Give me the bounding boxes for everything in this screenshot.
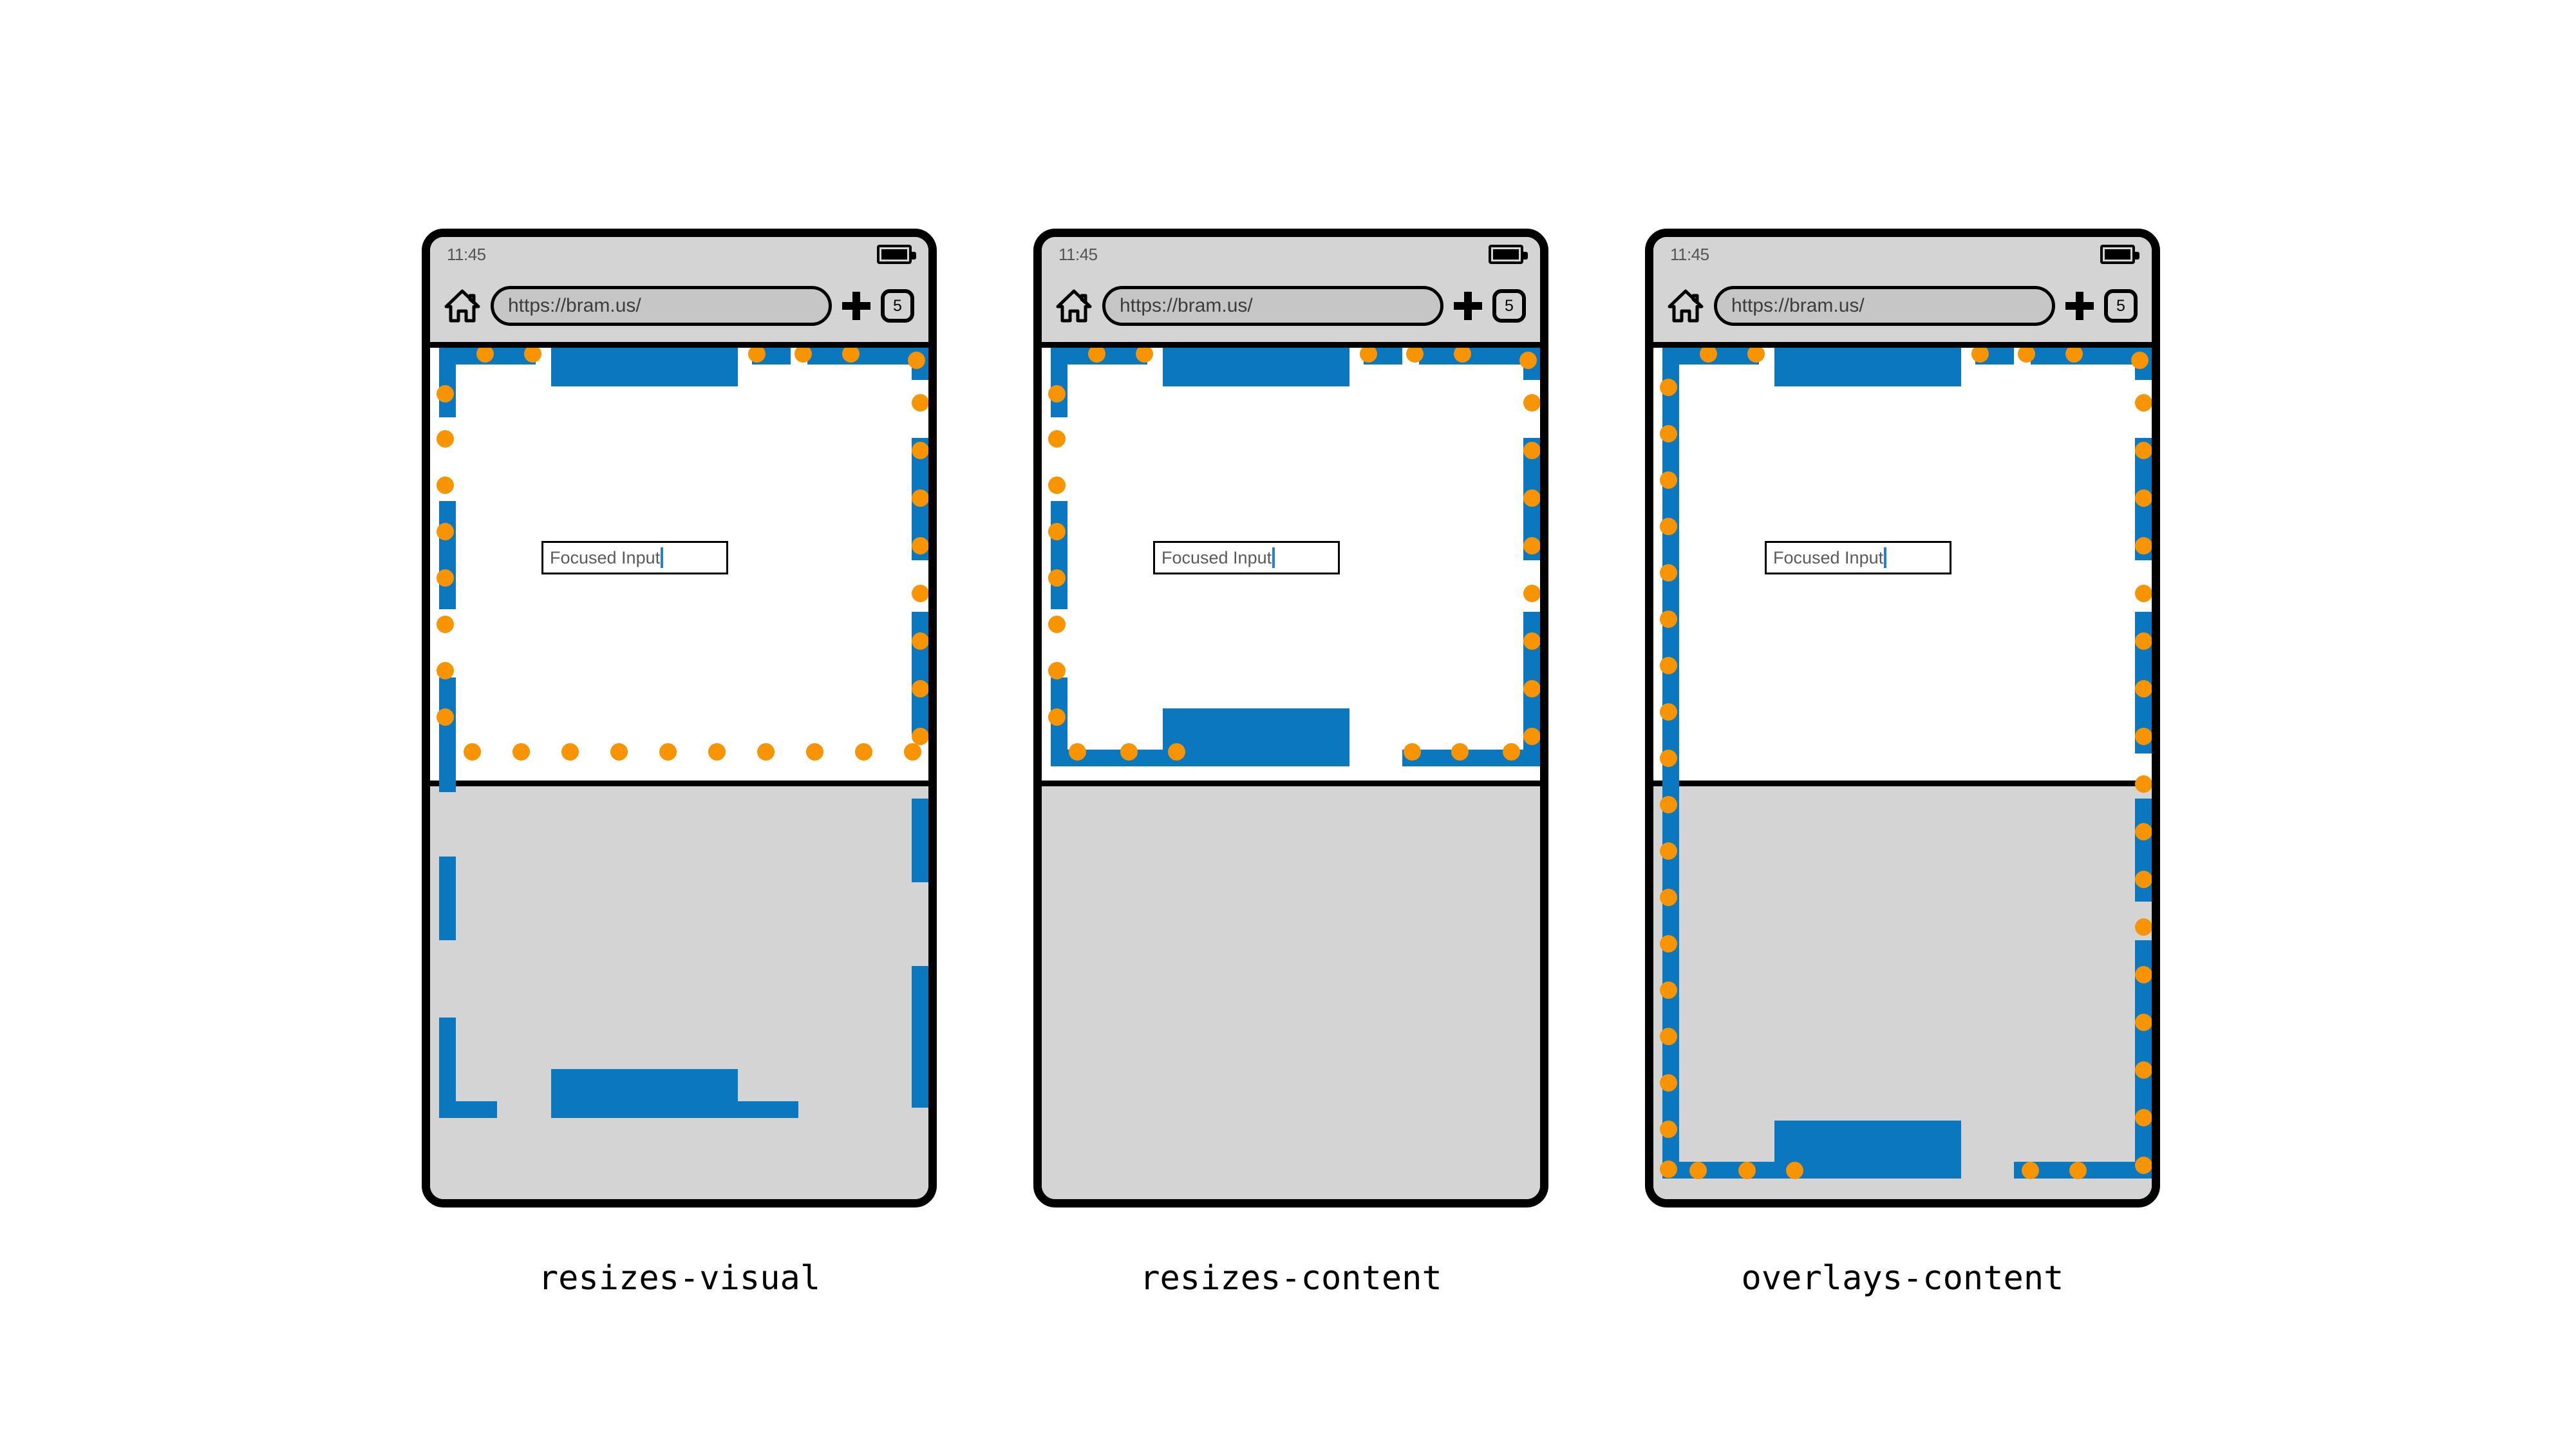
figure-caption: resizes-visual [538,1259,821,1298]
url-bar[interactable]: https://bram.us/ [1714,286,2055,326]
virtual-keyboard[interactable] [1653,781,2152,1199]
browser-toolbar: https://bram.us/ 5 [430,270,928,341]
text-caret [1272,547,1275,568]
url-text: https://bram.us/ [1120,295,1253,316]
plus-icon[interactable] [1454,292,1482,320]
figure-caption: overlays-content [1741,1259,2064,1298]
phone-mockup: 11:45 https://bram.us/ 5 Focus [1033,229,1548,1208]
url-text: https://bram.us/ [1731,295,1865,316]
focused-input[interactable]: Focused Input [1765,541,1951,574]
viewport-area: Focused Input [1653,345,2152,1199]
browser-toolbar: https://bram.us/ 5 [1653,270,2152,341]
home-icon[interactable] [444,289,480,323]
browser-chrome: 11:45 https://bram.us/ 5 [1653,237,2152,348]
battery-full-icon [1489,245,1528,264]
focused-input-text: Focused Input [1773,547,1884,567]
virtual-keyboard[interactable] [1042,781,1540,1199]
phone-mockup: 11:45 https://bram.us/ 5 Focus [1645,229,2160,1208]
url-text: https://bram.us/ [508,295,641,316]
focused-input[interactable]: Focused Input [541,541,728,574]
home-icon[interactable] [1056,289,1092,323]
status-bar-time: 11:45 [447,245,486,264]
figure-resizes-content: 11:45 https://bram.us/ 5 Focus [1033,229,1548,1298]
browser-chrome: 11:45 https://bram.us/ 5 [430,237,928,348]
browser-chrome: 11:45 https://bram.us/ 5 [1042,237,1540,348]
figure-caption: resizes-content [1140,1259,1442,1298]
figure-resizes-visual: 11:45 https://bram.us/ 5 Focus [422,229,937,1298]
status-bar-time: 11:45 [1058,245,1098,264]
tab-count-button[interactable]: 5 [881,289,914,323]
figure-overlays-content: 11:45 https://bram.us/ 5 Focus [1645,229,2160,1298]
focused-input-text: Focused Input [1161,547,1272,567]
virtual-keyboard[interactable] [430,781,928,1199]
battery-full-icon [877,245,916,264]
phone-mockup: 11:45 https://bram.us/ 5 Focus [422,229,937,1208]
viewport-area: Focused Input [430,345,928,1199]
tab-count-button[interactable]: 5 [2104,289,2138,323]
browser-toolbar: https://bram.us/ 5 [1042,270,1540,341]
home-icon[interactable] [1668,289,1704,323]
text-caret [661,547,664,568]
url-bar[interactable]: https://bram.us/ [491,286,832,326]
focused-input-text: Focused Input [550,547,661,567]
plus-icon[interactable] [2065,292,2094,320]
focused-input[interactable]: Focused Input [1153,541,1340,574]
url-bar[interactable]: https://bram.us/ [1102,286,1443,326]
battery-full-icon [2100,245,2139,264]
viewport-area: Focused Input [1042,345,1540,1199]
tab-count-button[interactable]: 5 [1492,289,1526,323]
status-bar-time: 11:45 [1670,245,1709,264]
plus-icon[interactable] [842,292,870,320]
text-caret [1884,547,1887,568]
